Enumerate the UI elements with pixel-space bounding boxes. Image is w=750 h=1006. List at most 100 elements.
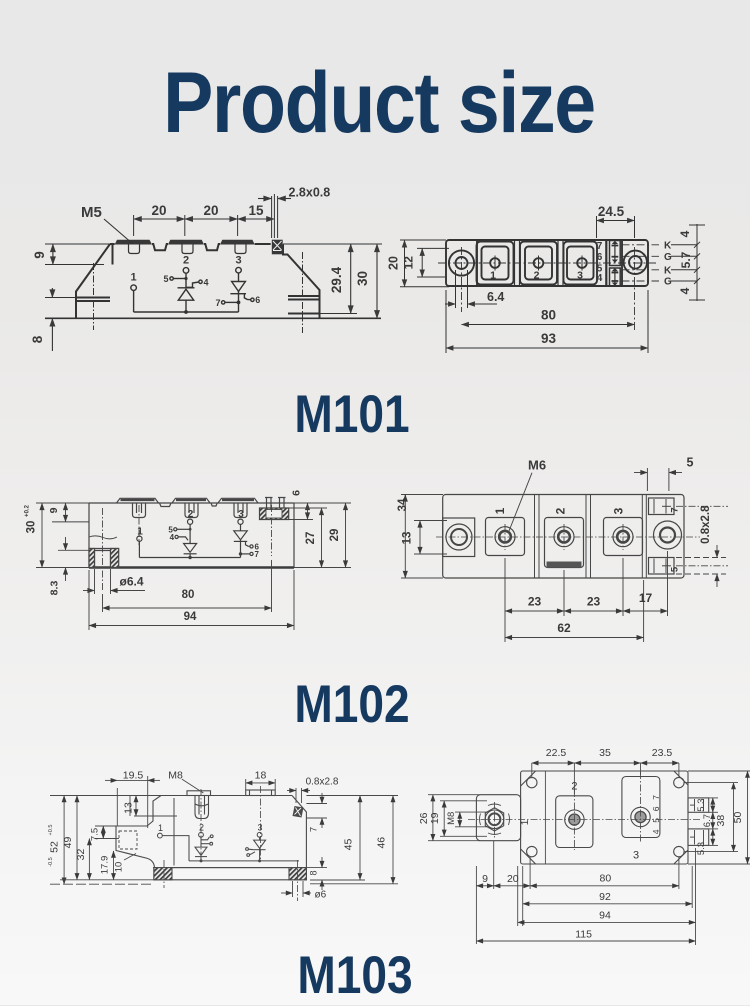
svg-text:6: 6	[255, 542, 260, 551]
svg-text:M8: M8	[446, 812, 457, 825]
svg-text:2: 2	[199, 822, 204, 832]
svg-text:5: 5	[168, 525, 173, 534]
svg-text:2: 2	[188, 509, 194, 520]
svg-text:23.5: 23.5	[652, 747, 673, 759]
svg-text:94: 94	[599, 910, 611, 922]
svg-text:45: 45	[343, 839, 355, 851]
svg-text:7: 7	[255, 550, 260, 559]
svg-text:29.4: 29.4	[329, 266, 344, 293]
svg-text:7: 7	[215, 298, 220, 308]
svg-text:3: 3	[257, 822, 262, 832]
svg-text:8: 8	[309, 870, 319, 875]
svg-text:52: 52	[49, 841, 61, 853]
svg-text:94: 94	[184, 611, 197, 623]
svg-text:6: 6	[651, 806, 661, 811]
svg-text:7: 7	[651, 795, 661, 800]
svg-text:80: 80	[182, 589, 195, 601]
svg-text:7.5: 7.5	[90, 828, 101, 841]
svg-text:80: 80	[541, 308, 556, 323]
svg-text:10: 10	[114, 862, 125, 873]
svg-text:3: 3	[235, 255, 241, 267]
svg-text:23: 23	[587, 595, 601, 609]
svg-text:35: 35	[599, 747, 611, 759]
svg-text:5: 5	[687, 456, 694, 470]
svg-text:80: 80	[600, 873, 612, 885]
svg-text:20: 20	[507, 873, 519, 885]
svg-text:7: 7	[309, 827, 320, 832]
svg-text:30: 30	[26, 521, 38, 534]
svg-text:+0.5: +0.5	[48, 825, 54, 836]
svg-text:3: 3	[238, 509, 244, 520]
svg-text:4: 4	[204, 277, 209, 287]
svg-text:M6: M6	[528, 458, 546, 473]
svg-text:1: 1	[520, 819, 531, 825]
svg-text:5.7: 5.7	[679, 251, 693, 268]
svg-text:1: 1	[158, 823, 163, 833]
svg-text:5.3: 5.3	[696, 798, 707, 811]
svg-text:2: 2	[534, 270, 540, 282]
svg-text:G: G	[664, 277, 672, 288]
svg-text:4: 4	[170, 533, 175, 542]
svg-text:6.7: 6.7	[702, 814, 713, 827]
svg-text:1: 1	[490, 270, 496, 282]
svg-text:20: 20	[203, 203, 218, 218]
svg-text:8: 8	[30, 335, 45, 343]
svg-text:G: G	[664, 252, 672, 263]
svg-text:22.5: 22.5	[546, 747, 567, 759]
svg-text:49: 49	[62, 837, 74, 849]
svg-text:7: 7	[670, 507, 681, 512]
svg-text:K: K	[664, 266, 672, 277]
svg-text:50: 50	[732, 812, 744, 824]
svg-text:26: 26	[418, 812, 430, 824]
svg-text:46: 46	[376, 837, 388, 849]
svg-text:32: 32	[75, 849, 87, 861]
svg-text:27: 27	[305, 532, 317, 545]
svg-text:12: 12	[402, 256, 416, 270]
svg-text:17.9: 17.9	[100, 856, 111, 875]
svg-text:34: 34	[397, 498, 409, 511]
svg-text:5: 5	[163, 274, 168, 284]
svg-text:3: 3	[577, 270, 583, 282]
svg-text:4: 4	[651, 829, 661, 834]
svg-text:4: 4	[678, 230, 692, 237]
svg-text:13: 13	[402, 532, 414, 545]
svg-text:6: 6	[291, 490, 303, 496]
svg-text:-0.5: -0.5	[48, 857, 54, 866]
svg-text:38: 38	[715, 815, 727, 827]
svg-text:15: 15	[248, 203, 264, 218]
svg-text:ø6.4: ø6.4	[120, 575, 144, 589]
svg-text:30: 30	[355, 271, 370, 286]
svg-text:5.3: 5.3	[696, 842, 707, 855]
svg-text:93: 93	[541, 331, 557, 346]
svg-text:17: 17	[639, 591, 653, 605]
svg-text:19.5: 19.5	[123, 770, 144, 782]
svg-text:18: 18	[255, 769, 267, 781]
svg-text:9: 9	[482, 873, 488, 885]
svg-text:2.8x0.8: 2.8x0.8	[289, 186, 331, 200]
svg-text:2: 2	[571, 781, 577, 793]
svg-text:92: 92	[599, 891, 611, 903]
svg-text:5: 5	[670, 566, 681, 572]
svg-text:9: 9	[32, 251, 47, 259]
svg-text:9: 9	[48, 507, 60, 513]
svg-text:+0.2: +0.2	[25, 504, 31, 517]
svg-text:6.4: 6.4	[487, 290, 504, 304]
svg-text:7: 7	[597, 241, 603, 252]
svg-text:0.8x2.8: 0.8x2.8	[306, 776, 339, 787]
svg-text:1: 1	[131, 272, 137, 284]
svg-text:1: 1	[137, 527, 143, 538]
svg-text:24.5: 24.5	[598, 204, 625, 219]
svg-text:8.3: 8.3	[49, 581, 61, 596]
svg-text:2: 2	[554, 507, 568, 514]
svg-text:1: 1	[493, 507, 507, 514]
svg-text:K: K	[664, 241, 672, 252]
svg-text:0.8x2.8: 0.8x2.8	[700, 505, 712, 544]
svg-text:3: 3	[612, 507, 626, 514]
svg-text:6: 6	[597, 252, 603, 263]
svg-text:3: 3	[633, 850, 639, 862]
svg-text:115: 115	[575, 928, 592, 940]
svg-text:13: 13	[123, 802, 135, 814]
svg-text:20: 20	[151, 203, 166, 218]
svg-text:19: 19	[429, 812, 441, 824]
svg-text:ø6: ø6	[315, 890, 327, 901]
